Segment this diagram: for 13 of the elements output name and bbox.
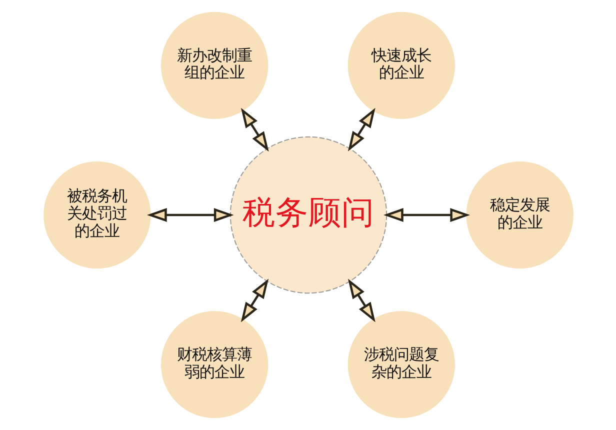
node-circle: 税务顾问 xyxy=(229,136,387,294)
arrow xyxy=(347,278,375,322)
node-circle: 财税核算薄弱的企业 xyxy=(160,310,268,418)
arrow xyxy=(240,108,268,152)
node-circle: 稳定发展的企业 xyxy=(466,161,573,269)
arrow xyxy=(240,278,268,322)
node-circle: 快速成长的企业 xyxy=(347,12,454,120)
node-circle: 涉税问题复杂的企业 xyxy=(347,310,454,418)
node-circle: 新办改制重组的企业 xyxy=(160,12,268,120)
arrow xyxy=(146,208,234,222)
arrow xyxy=(383,208,470,222)
node-circle: 被税务机关处罚过的企业 xyxy=(43,161,150,269)
arrow xyxy=(347,108,375,152)
